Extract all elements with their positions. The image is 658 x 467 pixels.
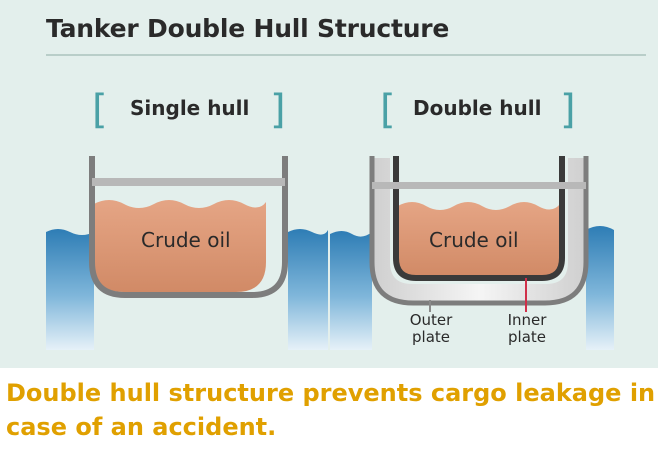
sea-left-right xyxy=(288,229,328,350)
caption: Double hull structure prevents cargo lea… xyxy=(6,379,656,441)
sea-left xyxy=(46,229,94,350)
double-hull-outer-space xyxy=(372,158,586,302)
single-hull-diagram xyxy=(46,156,328,350)
hull-diagram-graphic xyxy=(46,156,614,350)
double-hull-outer-shell xyxy=(369,156,589,306)
single-hull-left-bracket: [ xyxy=(92,87,108,133)
double-hull-oil xyxy=(398,202,560,276)
single-hull-deck xyxy=(92,178,285,186)
single-hull-shell xyxy=(89,156,288,298)
double-hull-inner-plate xyxy=(393,156,565,281)
double-hull-oil-label: Crude oil xyxy=(429,228,519,252)
diagram-title: Tanker Double Hull Structure xyxy=(46,14,450,43)
sea-right-right xyxy=(586,226,614,350)
outer-plate-label: Outer plate xyxy=(409,311,453,346)
title-underline xyxy=(46,54,646,56)
single-hull-oil xyxy=(94,200,266,292)
double-hull-left-bracket: [ xyxy=(380,87,396,133)
single-hull-oil-label: Crude oil xyxy=(141,228,231,252)
single-hull-label: Single hull xyxy=(130,96,250,120)
double-hull-right-bracket: ] xyxy=(560,87,576,133)
double-hull-diagram xyxy=(330,156,614,350)
single-hull-right-bracket: ] xyxy=(270,87,286,133)
double-hull-label: Double hull xyxy=(413,96,542,120)
sea-right-left xyxy=(330,231,372,350)
inner-plate-label: Inner plate xyxy=(507,311,547,346)
double-hull-deck xyxy=(372,182,586,189)
